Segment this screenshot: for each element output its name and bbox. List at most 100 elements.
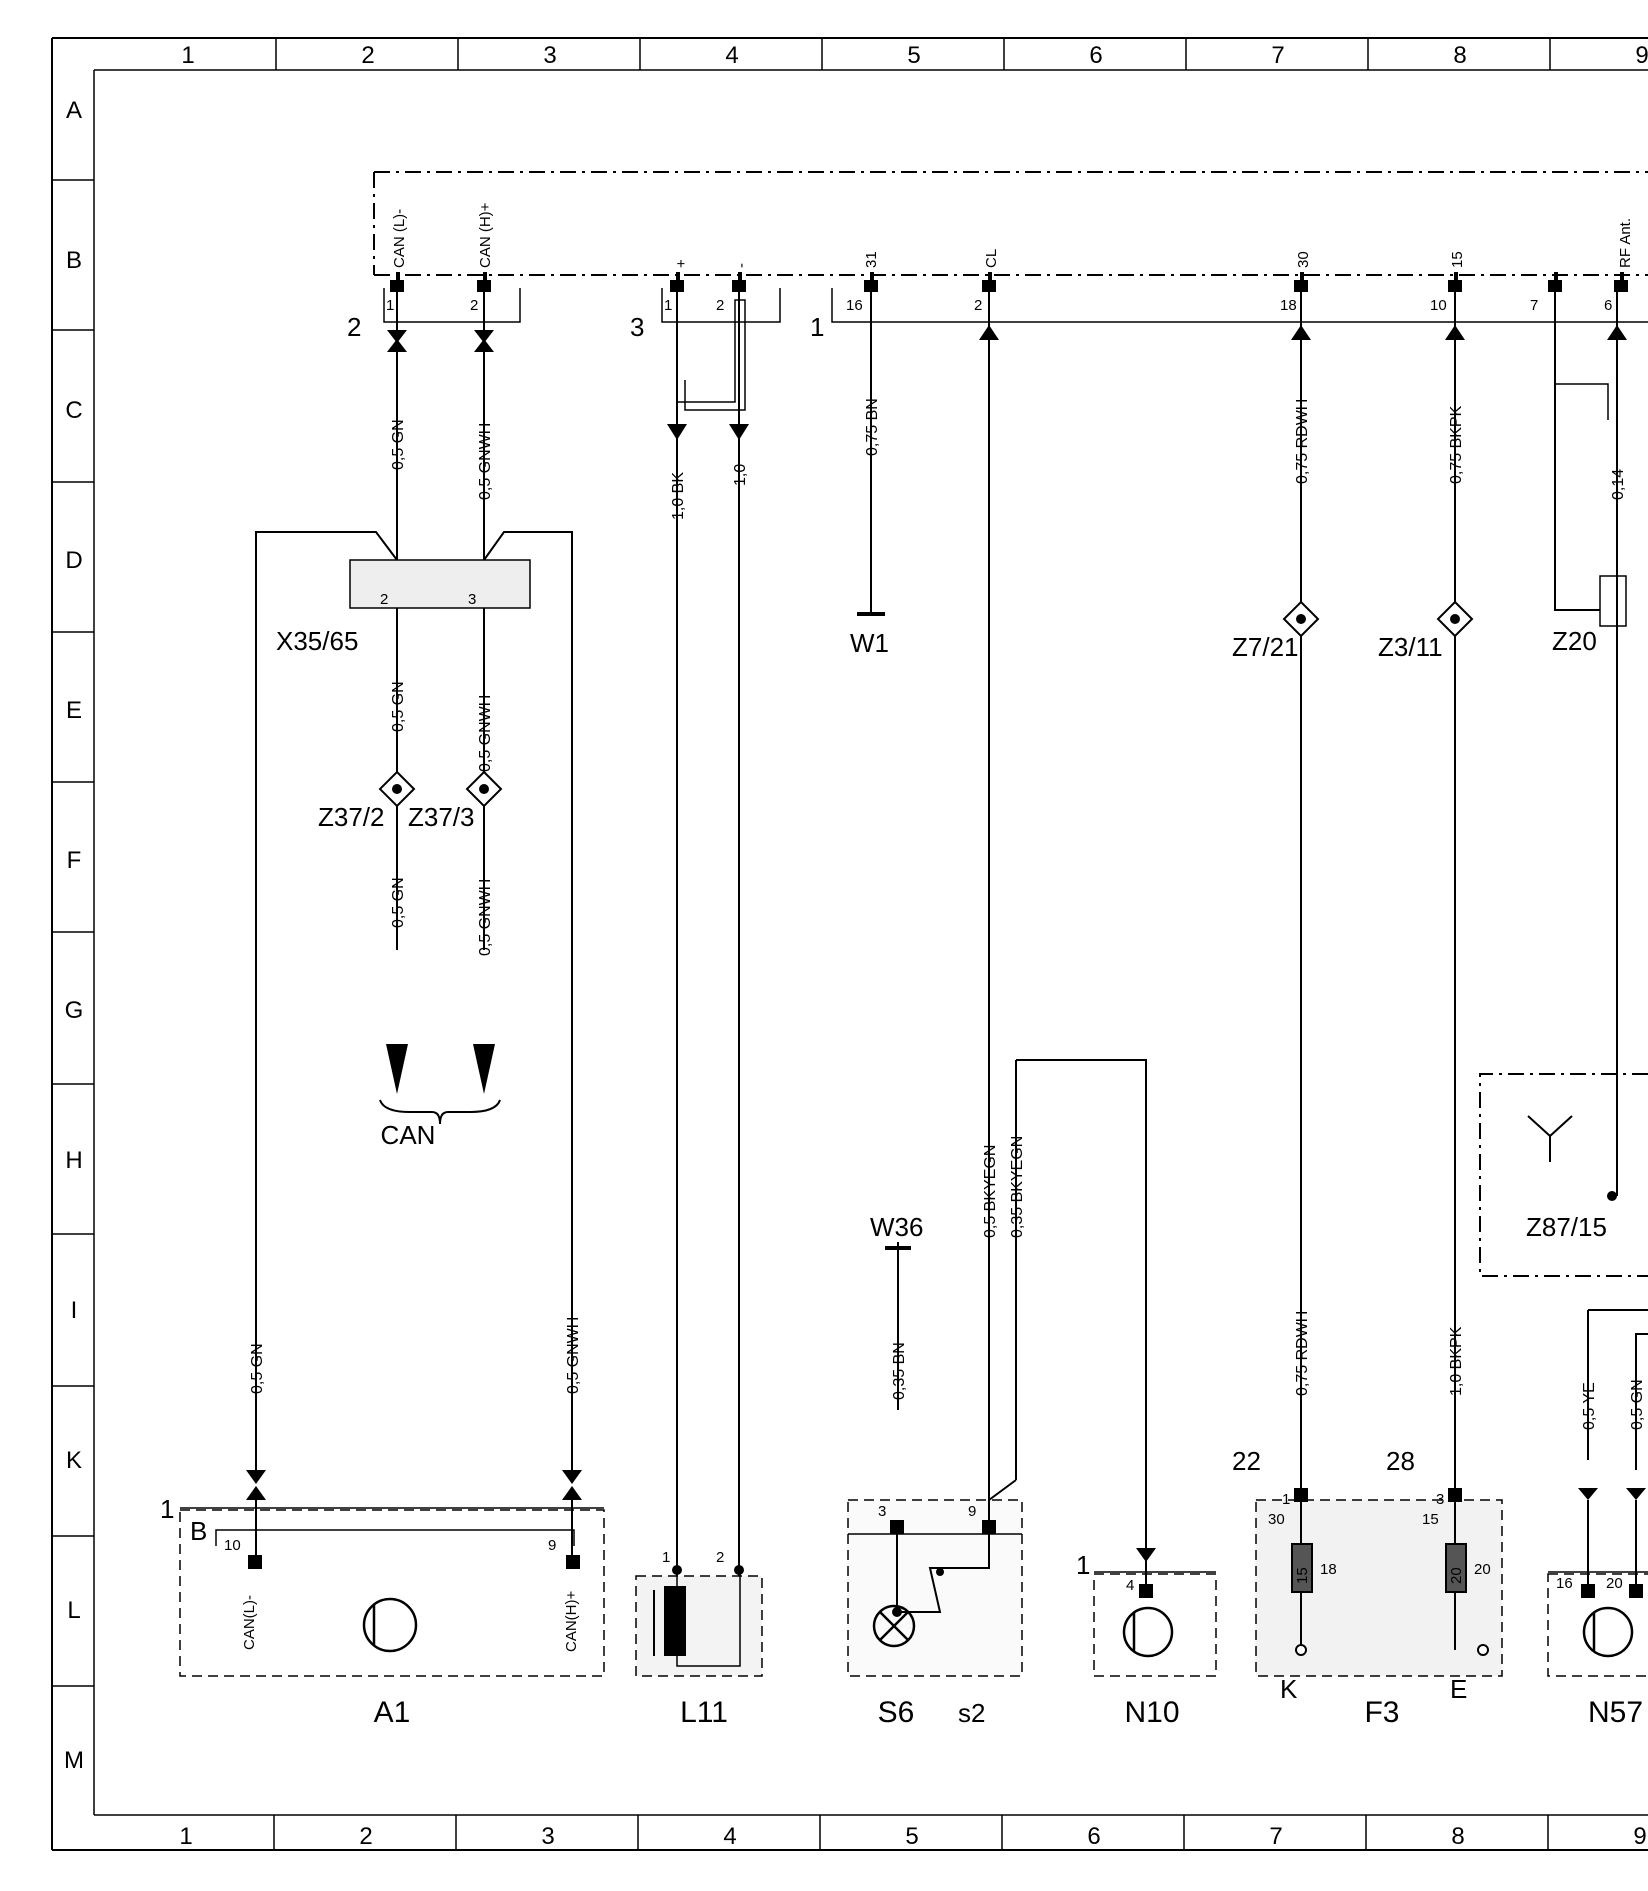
f3-label-e: E: [1450, 1674, 1467, 1704]
pin-number: 1: [1282, 1491, 1290, 1508]
n10-module: [1093, 1562, 1217, 1677]
row-label: G: [65, 997, 84, 1024]
label-z37-2: Z37/2: [318, 802, 385, 832]
wire-labels: 0,5 GN 0,5 GNWH 1,0 BK 1,0 0,75 BN 0,75 …: [249, 398, 1646, 1430]
row-dividers: [52, 179, 94, 1687]
pin-number: 10: [224, 1537, 241, 1554]
s6-subtitle: s2: [958, 1698, 985, 1728]
a1-connector-letter: B: [190, 1516, 207, 1546]
pin-number: 7: [1530, 297, 1538, 314]
fuse-rating: 20: [1448, 1567, 1465, 1584]
n10-connector-number: 1: [1076, 1550, 1090, 1580]
pin-label-30: 30: [1295, 251, 1312, 268]
row-label: A: [66, 97, 82, 124]
l11-pins: 1 2: [662, 1549, 724, 1566]
wire-label: 0,35 BN: [891, 1342, 908, 1400]
wire-label: 0,5 YE: [1581, 1382, 1598, 1430]
wire-label: 0,5 BKYEGN: [982, 1145, 999, 1238]
wire-label: 0,14: [1610, 469, 1627, 500]
pin-number: 15: [1422, 1511, 1439, 1528]
col-label: 2: [361, 42, 374, 69]
col-label: 6: [1087, 1823, 1100, 1850]
pin-signal-labels: CAN (L)- CAN (H)+ + - 31 CL 30 15 RF Ant…: [391, 202, 1634, 268]
column-numbers-top: 1 2 3 4 5 6 7 8 9: [181, 42, 1648, 69]
pin-signal: CAN(H)+: [563, 1591, 580, 1652]
pin-label-can-l: CAN (L)-: [391, 209, 408, 268]
pin-number: 9: [548, 1537, 556, 1554]
pin-number: 2: [716, 297, 724, 314]
pin-number: 1: [386, 297, 394, 314]
top-pins: [390, 272, 1628, 292]
wire-label: 0,75 BKPK: [1448, 405, 1465, 484]
pin-number: 18: [1320, 1561, 1337, 1578]
connector-numbers: 2 3 1: [347, 312, 824, 342]
wire-label: 0,75 RDWH: [1294, 399, 1311, 484]
pin-number: 20: [1474, 1561, 1491, 1578]
row-label: K: [66, 1447, 82, 1474]
label-z7-21: Z7/21: [1232, 632, 1299, 662]
col-label: 2: [359, 1823, 372, 1850]
l11-component: [635, 1565, 763, 1677]
pin-number: 3: [878, 1503, 886, 1520]
top-pin-numbers: 1 2 1 2 16 2 18 10 7 6: [386, 297, 1612, 314]
row-label: E: [66, 697, 82, 724]
x35-65-connector: [349, 559, 531, 609]
harness-twist: [676, 299, 1627, 627]
row-label: M: [64, 1747, 84, 1774]
col-label: 7: [1271, 42, 1284, 69]
pin-label-31: 31: [863, 251, 880, 268]
pin-number: 9: [968, 1503, 976, 1520]
wire-label: 0,5 GNWH: [477, 423, 494, 500]
label-w1: W1: [850, 628, 889, 658]
component-labels: X35/65 W1 Z7/21 Z3/11 Z20 Z37/2 Z37/3 CA…: [276, 626, 1607, 1242]
col-label: 8: [1453, 42, 1466, 69]
z87-15-box: [1479, 1073, 1648, 1277]
col-label: 9: [1633, 1823, 1646, 1850]
control-unit-outline: [373, 171, 1648, 276]
f3-label-k: K: [1280, 1674, 1298, 1704]
f3-fuse-box: [1255, 1440, 1503, 1677]
wire-label: 0,75 RDWH: [1294, 1311, 1311, 1396]
col-label: 1: [179, 1823, 192, 1850]
pin-number: 16: [1556, 1575, 1573, 1592]
pin-number: 30: [1268, 1511, 1285, 1528]
row-label: L: [67, 1597, 80, 1624]
pin-number: 16: [846, 297, 863, 314]
pin-number: 2: [470, 297, 478, 314]
wire-label: 1,0: [732, 464, 749, 486]
col-label: 9: [1635, 42, 1648, 69]
label-z20: Z20: [1552, 626, 1597, 656]
s6-switch: [847, 1479, 1023, 1677]
wire-label: 1,0 BK: [670, 472, 687, 520]
pin-number: 10: [1430, 297, 1447, 314]
col-label: 6: [1089, 42, 1102, 69]
pin-number: 2: [974, 297, 982, 314]
wire-label: 0,5 GN: [390, 419, 407, 470]
label-x35-65: X35/65: [276, 626, 358, 656]
col-label: 7: [1269, 1823, 1282, 1850]
col-label: 3: [543, 42, 556, 69]
fuse-rating: 15: [1294, 1567, 1311, 1584]
pin-number: 4: [1126, 1577, 1134, 1594]
wire-label: 1,0 BKPK: [1448, 1326, 1465, 1396]
splice-dots: [392, 614, 1617, 1201]
col-label: 8: [1451, 1823, 1464, 1850]
n10-name: N10: [1124, 1696, 1179, 1729]
row-label: H: [65, 1147, 82, 1174]
col-label: 1: [181, 42, 194, 69]
a1-module: [179, 1500, 605, 1677]
label-w36: W36: [870, 1212, 923, 1242]
wires: [255, 292, 1648, 1580]
row-letters: A B C D E F G H I K L M: [64, 97, 84, 1774]
col-label: 5: [907, 42, 920, 69]
arrowheads: [246, 325, 1646, 1562]
a1-name: A1: [374, 1696, 411, 1729]
col-label: 4: [723, 1823, 736, 1850]
wire-label: 0,5 GN: [1629, 1379, 1646, 1430]
x35-pins: 2 3: [380, 591, 476, 608]
a1-pins: 10 9 CAN(L)- CAN(H)+: [224, 1537, 580, 1652]
row-label: F: [67, 847, 82, 874]
n57-pins: 16 20: [1556, 1575, 1623, 1592]
